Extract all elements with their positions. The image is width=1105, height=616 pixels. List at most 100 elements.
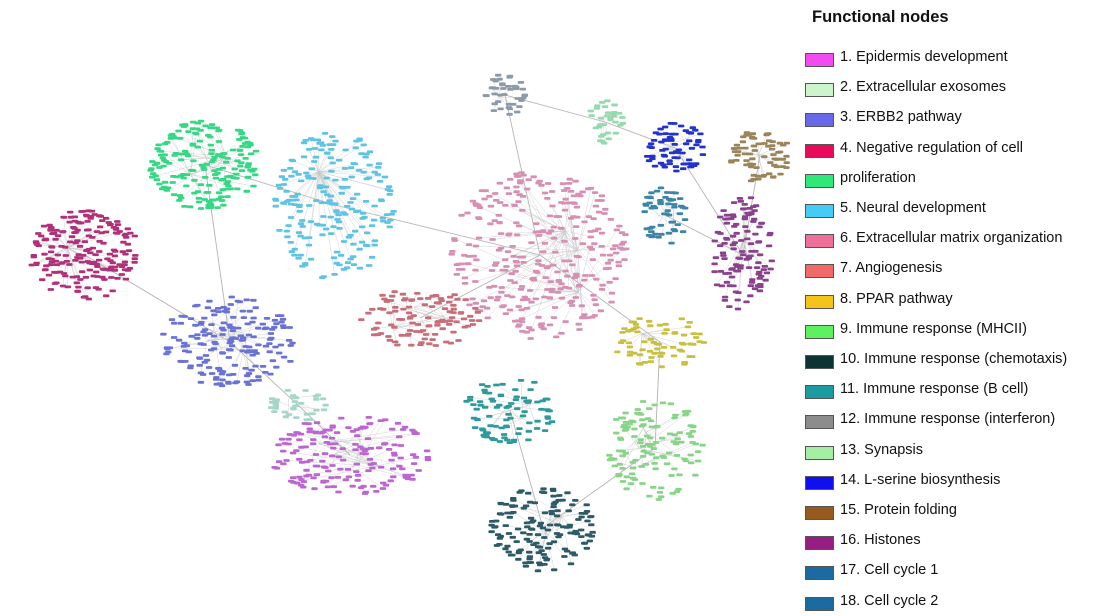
network-node	[509, 504, 515, 507]
network-node	[400, 308, 406, 311]
network-node	[225, 381, 231, 384]
network-node	[209, 199, 215, 202]
network-node	[350, 485, 356, 488]
network-node	[654, 190, 660, 193]
network-node	[371, 205, 377, 208]
network-node	[271, 326, 277, 329]
network-node	[313, 409, 319, 412]
network-node	[656, 343, 662, 346]
network-node	[724, 222, 730, 225]
network-node	[350, 197, 356, 200]
network-node	[472, 307, 478, 310]
network-node	[229, 344, 235, 347]
network-node	[651, 462, 657, 465]
network-node	[749, 278, 755, 281]
network-node	[306, 148, 312, 151]
network-node	[108, 276, 114, 279]
magenta-cluster	[29, 209, 139, 300]
network-node	[743, 159, 749, 162]
network-node	[507, 441, 513, 444]
network-node	[200, 373, 206, 376]
network-node	[331, 256, 337, 259]
network-node	[312, 147, 318, 150]
network-node	[544, 288, 550, 291]
network-node	[182, 350, 188, 353]
cluster-nodes	[160, 296, 295, 387]
network-node	[769, 260, 775, 263]
network-node	[633, 326, 639, 329]
network-node	[392, 341, 398, 344]
network-node	[349, 208, 355, 211]
network-node	[414, 292, 420, 295]
network-node	[515, 432, 521, 435]
network-node	[686, 432, 692, 435]
legend-swatch	[805, 385, 834, 399]
network-node	[354, 434, 360, 437]
network-node	[404, 475, 410, 478]
network-node	[285, 389, 291, 392]
network-node	[524, 188, 530, 191]
network-node	[114, 220, 120, 223]
network-node	[149, 176, 155, 179]
network-node	[209, 372, 215, 375]
network-node	[319, 276, 325, 279]
network-node	[163, 353, 169, 356]
network-node	[306, 204, 312, 207]
network-node	[411, 431, 417, 434]
network-node	[513, 221, 519, 224]
network-node	[767, 161, 773, 164]
network-node	[613, 432, 619, 435]
network-node	[735, 308, 741, 311]
network-node	[483, 433, 489, 436]
network-node	[160, 165, 166, 168]
network-node	[498, 394, 504, 397]
network-node	[382, 442, 388, 445]
network-node	[520, 261, 526, 264]
network-node	[748, 250, 754, 253]
network-node	[666, 452, 672, 455]
network-node	[492, 219, 498, 222]
network-node	[39, 278, 45, 281]
network-node	[47, 228, 53, 231]
network-node	[492, 80, 498, 83]
network-node	[729, 276, 735, 279]
network-node	[489, 238, 495, 241]
network-node	[507, 516, 513, 519]
network-node	[281, 356, 287, 359]
network-node	[549, 190, 555, 193]
network-node	[578, 535, 584, 538]
network-node	[235, 327, 241, 330]
network-node	[631, 435, 637, 438]
network-node	[283, 459, 289, 462]
network-node	[408, 344, 414, 347]
network-node	[509, 296, 515, 299]
network-node	[198, 342, 204, 345]
network-node	[663, 328, 669, 331]
steel-cluster	[642, 187, 689, 245]
network-node	[160, 157, 166, 160]
teal-cluster	[463, 379, 555, 444]
network-node	[379, 199, 385, 202]
network-node	[520, 88, 526, 91]
network-node	[358, 152, 364, 155]
network-node	[388, 324, 394, 327]
network-node	[658, 233, 664, 236]
network-node	[668, 474, 674, 477]
network-node	[591, 242, 597, 245]
network-node	[59, 231, 65, 234]
network-node	[689, 147, 695, 150]
network-node	[132, 254, 138, 257]
network-node	[672, 331, 678, 334]
network-node	[320, 480, 326, 483]
network-node	[589, 114, 595, 117]
network-node	[637, 363, 643, 366]
network-node	[320, 190, 326, 193]
network-node	[278, 344, 284, 347]
network-node	[188, 335, 194, 338]
network-node	[646, 320, 652, 323]
network-node	[756, 226, 762, 229]
network-node	[60, 216, 66, 219]
network-node	[631, 321, 637, 324]
network-node	[222, 310, 228, 313]
network-node	[399, 468, 405, 471]
